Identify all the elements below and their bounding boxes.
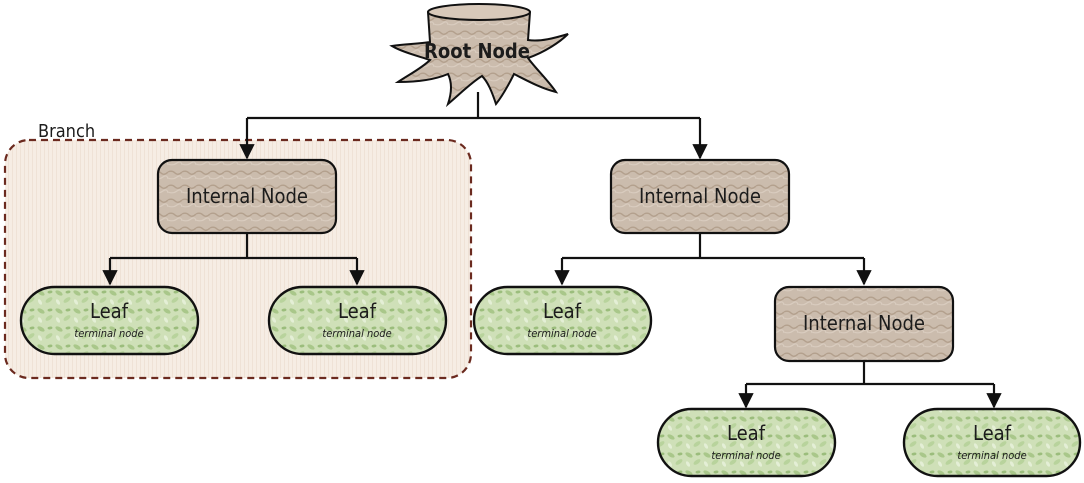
branch-label: Branch: [38, 121, 95, 142]
internal-node-2: Internal Node: [609, 158, 791, 235]
leaf-node-3: Leaf terminal node: [472, 285, 653, 356]
leaf-label: Leaf: [727, 421, 766, 445]
internal-node-label: Internal Node: [803, 311, 925, 335]
leaf-node-4: Leaf terminal node: [656, 407, 837, 478]
leaf-sublabel: terminal node: [74, 327, 143, 340]
leaf-sublabel: terminal node: [711, 449, 780, 462]
root-label: Root Node: [424, 39, 530, 63]
internal-node-1: Internal Node: [156, 158, 338, 235]
leaf-label: Leaf: [338, 299, 377, 323]
leaf-node-1: Leaf terminal node: [19, 285, 200, 356]
leaf-sublabel: terminal node: [527, 327, 596, 340]
leaf-sublabel: terminal node: [957, 449, 1026, 462]
leaf-node-2: Leaf terminal node: [267, 285, 448, 356]
tree-stump-icon: [389, 5, 569, 108]
leaf-node-5: Leaf terminal node: [902, 407, 1082, 478]
internal-node-label: Internal Node: [186, 184, 308, 208]
internal-node-3: Internal Node: [773, 285, 955, 363]
internal-node-label: Internal Node: [639, 184, 761, 208]
root-node: Root Node: [389, 3, 569, 108]
edges: [102, 92, 1002, 409]
leaf-sublabel: terminal node: [322, 327, 391, 340]
leaf-label: Leaf: [973, 421, 1012, 445]
leaf-label: Leaf: [543, 299, 582, 323]
stump-top: [427, 3, 531, 21]
leaf-label: Leaf: [90, 299, 129, 323]
